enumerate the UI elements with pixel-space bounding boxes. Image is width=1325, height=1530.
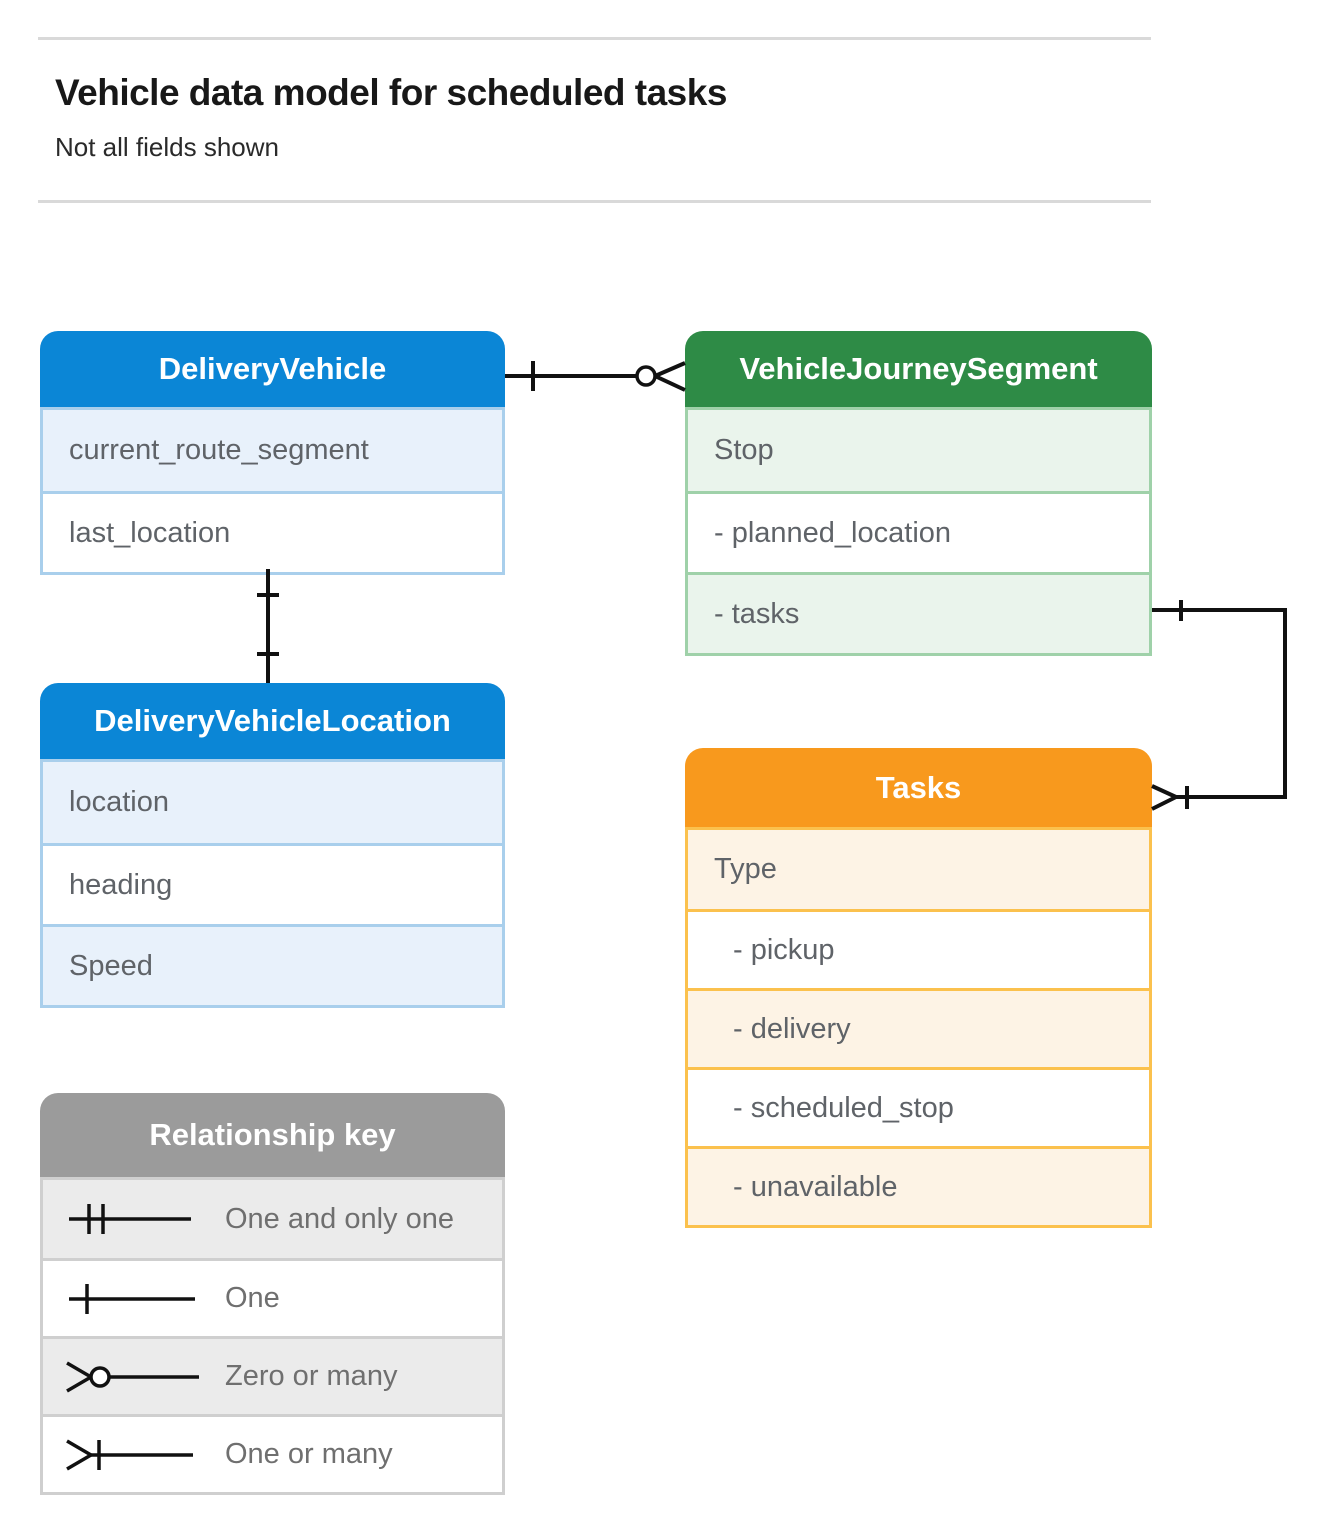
field-type: Type bbox=[688, 830, 1149, 909]
title-divider bbox=[38, 200, 1151, 203]
connector-deliveryvehicle-to-vehiclejourneysegment bbox=[505, 361, 686, 392]
entity-vehicle-journey-segment-title: VehicleJourneySegment bbox=[685, 331, 1152, 407]
legend-label: One and only one bbox=[225, 1202, 454, 1235]
top-divider bbox=[38, 37, 1151, 40]
entity-delivery-vehicle-title: DeliveryVehicle bbox=[40, 331, 505, 407]
legend-label: One or many bbox=[225, 1438, 393, 1470]
page-subtitle: Not all fields shown bbox=[55, 132, 279, 162]
connector-vehiclejourneysegment-tasks-to-tasks bbox=[1151, 600, 1287, 811]
field-unavailable: - unavailable bbox=[688, 1146, 1149, 1225]
entity-delivery-vehicle-location: DeliveryVehicleLocation location heading… bbox=[40, 683, 505, 1008]
entity-vehicle-journey-segment: VehicleJourneySegment Stop - planned_loc… bbox=[685, 331, 1152, 656]
legend-label: One bbox=[225, 1282, 280, 1314]
entity-tasks: Tasks Type - pickup - delivery - schedul… bbox=[685, 748, 1152, 1228]
legend-label: Zero or many bbox=[225, 1360, 398, 1392]
one-or-many-symbol-icon bbox=[66, 1438, 193, 1471]
field-tasks: - tasks bbox=[688, 572, 1149, 653]
relationship-key-title: Relationship key bbox=[40, 1093, 505, 1177]
one-symbol-icon bbox=[69, 1283, 195, 1314]
field-planned-location: - planned_location bbox=[688, 491, 1149, 572]
field-pickup: - pickup bbox=[688, 909, 1149, 988]
connector-deliveryvehicle-to-deliveryvehiclelocation bbox=[257, 569, 279, 683]
entity-tasks-title: Tasks bbox=[685, 748, 1152, 827]
field-location: location bbox=[43, 762, 502, 843]
field-current-route-segment: current_route_segment bbox=[43, 410, 502, 491]
field-stop: Stop bbox=[688, 410, 1149, 491]
relationship-key: Relationship key One and only one One Ze… bbox=[40, 1093, 505, 1495]
one-and-only-one-symbol-icon bbox=[69, 1204, 191, 1234]
field-speed: Speed bbox=[43, 924, 502, 1005]
page-title: Vehicle data model for scheduled tasks bbox=[55, 72, 727, 113]
legend-row-one-or-many: One or many bbox=[43, 1414, 502, 1492]
legend-row-one: One bbox=[43, 1258, 502, 1336]
field-heading: heading bbox=[43, 843, 502, 924]
legend-row-zero-or-many: Zero or many bbox=[43, 1336, 502, 1414]
field-delivery: - delivery bbox=[688, 988, 1149, 1067]
entity-delivery-vehicle-location-title: DeliveryVehicleLocation bbox=[40, 683, 505, 759]
field-scheduled-stop: - scheduled_stop bbox=[688, 1067, 1149, 1146]
field-last-location: last_location bbox=[43, 491, 502, 572]
entity-delivery-vehicle: DeliveryVehicle current_route_segment la… bbox=[40, 331, 505, 575]
zero-or-many-symbol-icon bbox=[66, 1360, 199, 1393]
legend-row-one-and-only-one: One and only one bbox=[43, 1180, 502, 1258]
